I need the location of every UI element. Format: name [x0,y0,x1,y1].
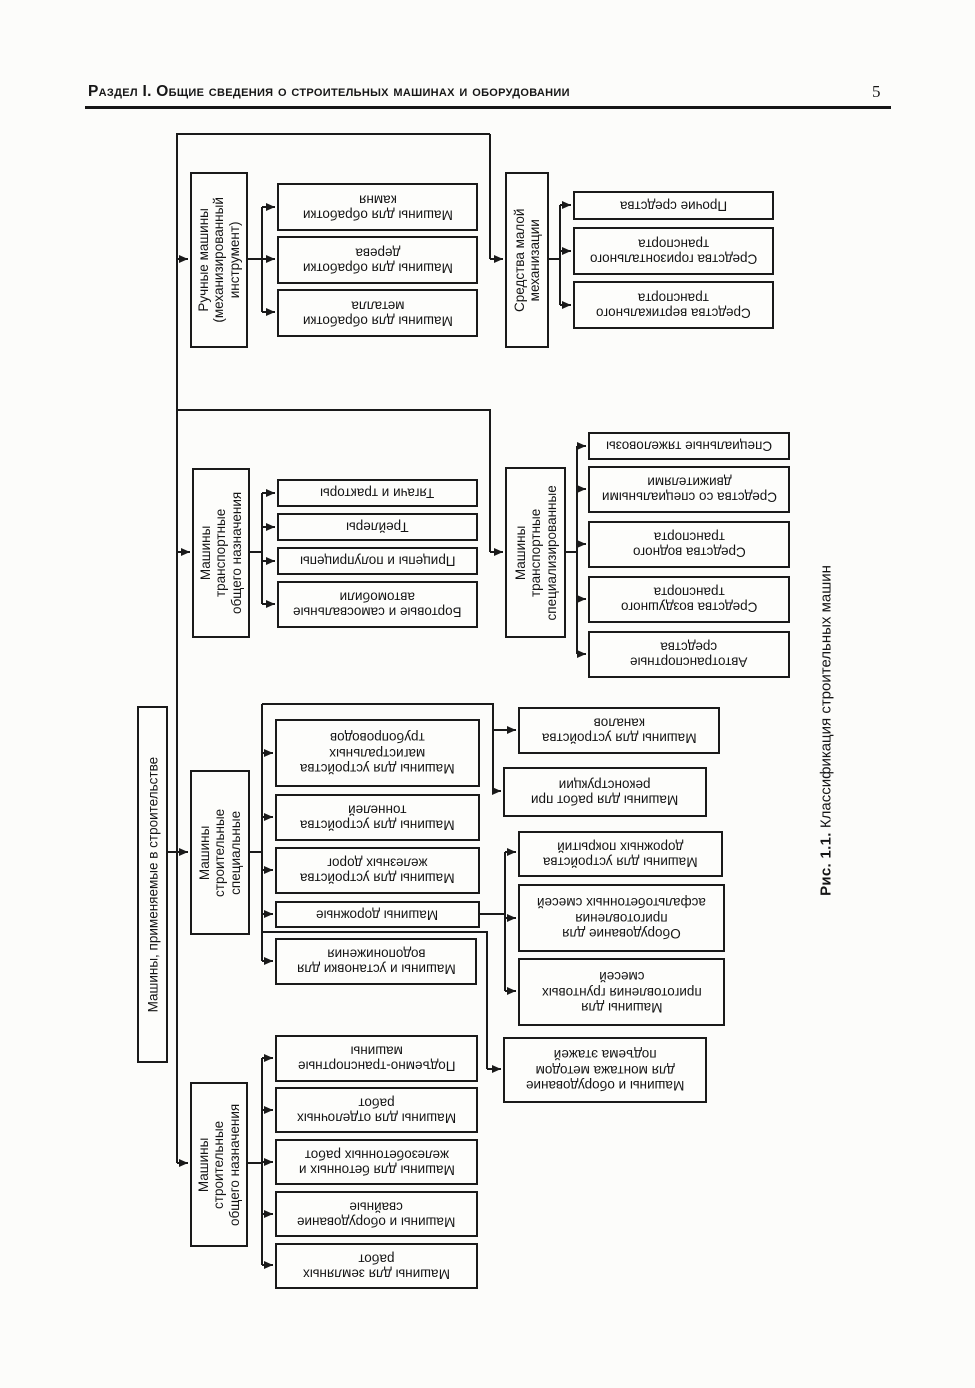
box-right-asphalt: Оборудование для приготовления асфальтоб… [518,884,725,952]
box-label: Машины, применяемые в строительстве [144,756,160,1013]
box-label: Специальные тяжеловозы [605,438,773,454]
figure-caption-number: Рис. 1.1. [817,831,835,896]
box-label: Машины для устройства тоннелей [300,802,455,833]
box-root: Машины, применяемые в строительстве [137,706,168,1063]
box-cgen-child-concrete: Машины для бетонных и железобетонных раб… [275,1139,478,1185]
box-transport-child-trucks: Бортовые и самосвальные автомобили [277,581,478,628]
header-rule [85,106,891,109]
box-right-reconstruction: Машины для работ при реконструкции [503,767,707,817]
box-label: Машины для устройства магистральных труб… [300,730,455,776]
box-label: Оборудование для приготовления асфальтоб… [537,895,706,941]
box-label: Машины транспортные специализированные [512,484,559,621]
box-label: Машины для устройства железных дорог [300,855,455,886]
box-cspec-child-tunnels: Машины для устройства тоннелей [275,794,480,841]
box-label: Машины для устройства каналов [541,715,697,746]
box-tspec-child-movers: Средства со специальными движителями [588,466,790,513]
box-cgen-child-finishing: Машины для отделочных работ [275,1087,478,1133]
box-label: Машины и оборудование для монтажа методо… [525,1047,685,1093]
box-small-mech-child-vertical: Средства вертикального транспорта [573,281,774,329]
box-hand-tools-parent: Ручные машины (механизированный инструме… [190,172,248,348]
box-cgen-child-earthmoving: Машины для земляных работ [275,1243,478,1289]
box-label: Средства со специальными движителями [601,474,777,505]
box-transport-child-semitrailers: Прицепы и полуприцепы [277,547,478,575]
box-label: Средства горизонтального транспорта [589,236,758,267]
box-label: Средства малой механизации [511,208,542,312]
box-right-pavements: Машины для устройства дорожных покрытий [518,831,723,877]
box-label: Прочие средства [619,198,728,214]
box-label: Прицепы и полуприцепы [299,553,456,569]
box-construction-general-parent: Машины строительные общего назначения [190,1082,248,1247]
box-label: Машины для бетонных и железобетонных раб… [298,1147,455,1178]
box-transport-child-tractors: Тягачи и тракторы [277,479,478,507]
box-cspec-child-road-machines: Машины дорожные [275,901,480,928]
box-tspec-child-air: Средства воздушного транспорта [588,576,790,623]
box-right-floor-lifting: Машины и оборудование для монтажа методо… [503,1037,707,1103]
box-label: Машины для обработки металла [302,298,453,329]
box-label: Тягачи и тракторы [320,485,435,501]
box-construction-special-parent: Машины строительные специальные [190,770,250,935]
box-label: Трейлеры [346,519,409,535]
box-cspec-child-railways: Машины для устройства железных дорог [275,847,480,894]
box-label: Машины для работ при реконструкции [531,777,679,808]
box-label: Средства воздушного транспорта [620,584,758,615]
box-label: Бортовые и самосвальные автомобили [293,589,462,620]
box-label: Машины дорожные [316,907,439,923]
box-transport-special-parent: Машины транспортные специализированные [505,467,566,638]
box-hand-tools-child-metal: Машины для обработки металла [277,289,478,337]
box-label: Машины и оборудование свайные [297,1199,456,1230]
box-hand-tools-child-wood: Машины для обработки дерева [277,236,478,284]
box-label: Машины строительные специальные [197,808,243,897]
box-label: Машины для приготовления грунтовых смесе… [541,969,702,1015]
box-cspec-child-dewatering: Машины и установки для водопонижения [275,938,477,985]
figure-caption-text: Классификация строительных машин [817,564,835,828]
box-label: Машины и установки для водопонижения [296,946,456,977]
box-tspec-child-heavy: Специальные тяжеловозы [588,432,790,460]
box-label: Машины для устройства дорожных покрытий [543,839,698,870]
box-right-canals: Машины для устройства каналов [518,707,720,754]
box-cgen-child-piling: Машины и оборудование свайные [275,1191,478,1237]
box-tspec-child-water: Средства водного транспорта [588,521,790,568]
page-number: 5 [872,82,881,101]
box-transport-general-parent: Машины транспортные общего назначения [192,468,250,638]
box-hand-tools-child-stone: Машины для обработки камня [277,183,478,231]
figure-caption: Рис. 1.1. Классификация строительных маш… [804,518,850,942]
box-small-mech-child-other: Прочие средства [573,191,774,220]
box-small-mech-parent: Средства малой механизации [505,172,549,348]
box-tspec-child-auto: Автотранспортные средства [588,631,790,678]
box-label: Средства водного транспорта [632,529,746,560]
box-transport-child-trailers: Трейлеры [277,513,478,541]
box-label: Машины для земляных работ [303,1251,450,1282]
box-label: Машины для обработки дерева [302,245,453,276]
box-right-soil-mixes: Машины для приготовления грунтовых смесе… [518,958,725,1026]
box-cgen-child-lifting: Подъемно-транспортные машины [275,1035,478,1082]
box-label: Подъемно-транспортные машины [297,1043,456,1074]
box-label: Машины строительные общего назначения [196,1103,242,1226]
box-label: Ручные машины (механизированный инструме… [196,197,242,323]
box-label: Автотранспортные средства [630,639,748,670]
box-small-mech-child-horizontal: Средства горизонтального транспорта [573,227,774,275]
box-label: Машины транспортные общего назначения [198,491,244,615]
running-header: Раздел I. Общие сведения о строительных … [88,83,570,100]
box-label: Средства вертикального транспорта [596,290,751,321]
box-cspec-child-pipelines: Машины для устройства магистральных труб… [275,719,480,787]
box-label: Машины для обработки камня [302,192,453,223]
box-label: Машины для отделочных работ [296,1095,457,1126]
